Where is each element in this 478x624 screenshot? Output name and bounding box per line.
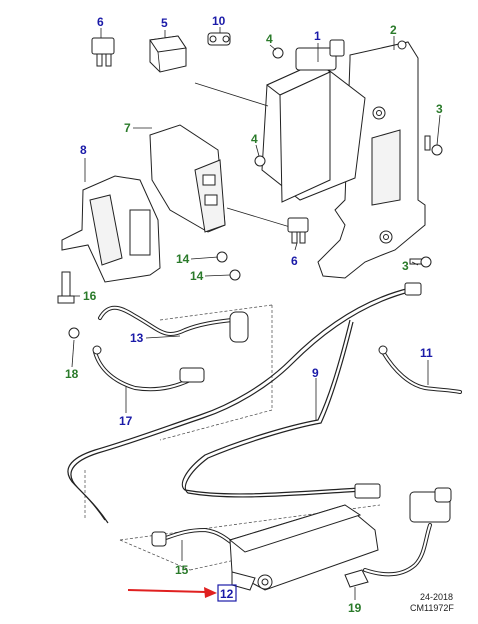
harness-9 xyxy=(67,282,422,524)
mounting-bracket xyxy=(317,40,426,279)
callout-3-upper: 3 xyxy=(436,102,443,116)
callout-17: 17 xyxy=(119,414,133,428)
callout-8: 8 xyxy=(80,143,87,157)
callout-14-lower: 14 xyxy=(190,269,204,283)
harness-15 xyxy=(151,527,238,548)
callout-4-upper: 4 xyxy=(266,32,273,46)
module-12 xyxy=(228,504,379,591)
callout-12: 12 xyxy=(220,587,234,601)
callout-15: 15 xyxy=(175,563,189,577)
callout-18: 18 xyxy=(65,367,79,381)
harness-11 xyxy=(378,345,462,394)
relay xyxy=(149,35,187,73)
mini-fuse-top xyxy=(91,37,115,67)
callout-11: 11 xyxy=(420,346,433,360)
clip-part xyxy=(207,32,231,46)
callout-9: 9 xyxy=(312,366,319,380)
fasteners xyxy=(57,47,443,339)
callout-10: 10 xyxy=(212,14,226,28)
unit-bracket xyxy=(61,175,161,283)
callout-7: 7 xyxy=(124,121,131,135)
mini-fuse-bottom xyxy=(287,217,309,244)
callout-13: 13 xyxy=(130,331,144,345)
callout-3-lower: 3 xyxy=(402,259,409,273)
callout-14-upper: 14 xyxy=(176,252,190,266)
control-unit xyxy=(149,124,226,233)
drawing-id: CM11972F xyxy=(410,603,454,613)
callout-6-upper: 6 xyxy=(97,15,104,29)
callout-5: 5 xyxy=(161,16,168,30)
harness-13 xyxy=(98,305,249,343)
highlight-arrow xyxy=(127,587,217,598)
harness-19 xyxy=(344,487,452,588)
callout-2: 2 xyxy=(390,23,397,37)
callout-6-lower: 6 xyxy=(291,254,298,268)
leader-lines xyxy=(71,27,441,600)
callout-19: 19 xyxy=(348,601,362,615)
harness-17 xyxy=(92,345,205,392)
callout-12-box xyxy=(217,584,237,602)
callout-4-lower: 4 xyxy=(251,132,258,146)
callout-labels: 1 2 3 3 4 4 5 6 6 7 8 9 10 11 12 13 14 1… xyxy=(65,14,443,615)
callout-16: 16 xyxy=(83,289,97,303)
date-code: 24-2018 xyxy=(420,592,453,602)
callout-1: 1 xyxy=(314,29,321,43)
